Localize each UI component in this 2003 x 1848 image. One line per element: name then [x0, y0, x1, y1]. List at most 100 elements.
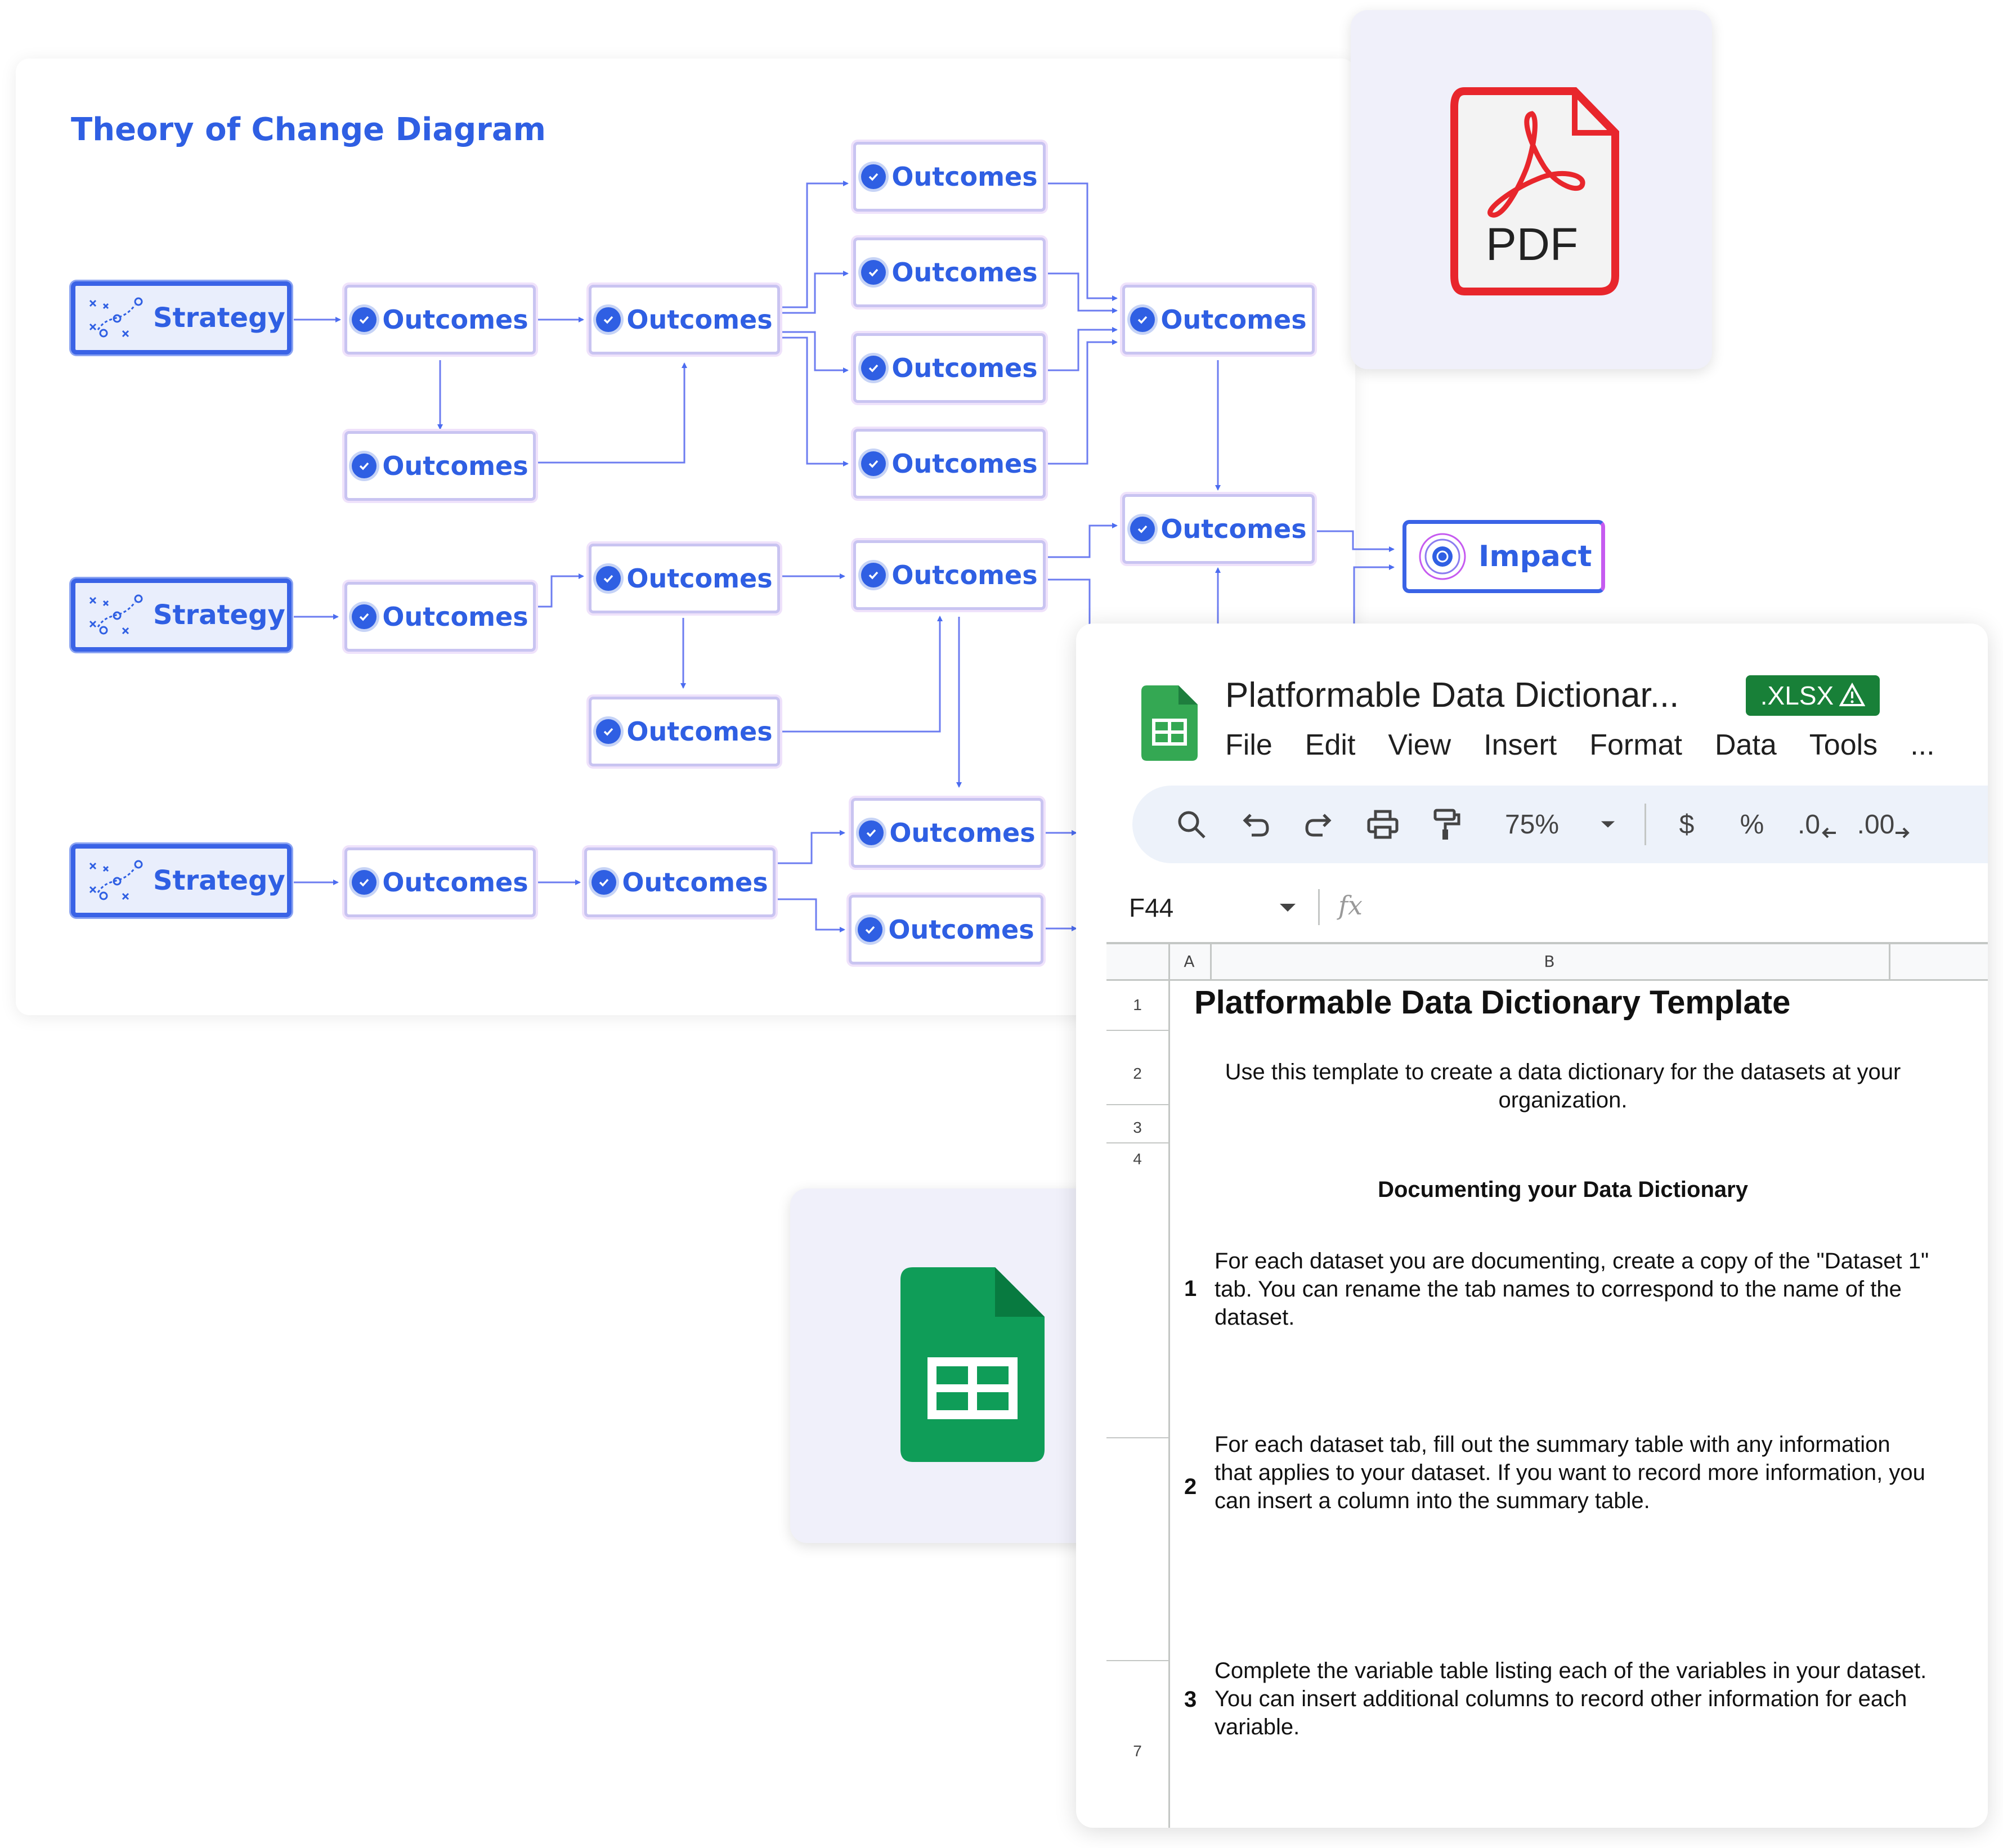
arrow-right-icon	[1896, 827, 1910, 838]
check-circle-icon	[1130, 307, 1155, 332]
check-circle-icon	[352, 870, 377, 895]
chevron-down-icon	[1601, 821, 1615, 828]
check-circle-icon	[596, 566, 621, 591]
outcome-label: Outcomes	[891, 448, 1038, 479]
outcome-label: Outcomes	[382, 304, 528, 335]
outcome-label: Outcomes	[891, 257, 1038, 288]
outcome-node[interactable]: Outcomes	[849, 895, 1043, 965]
redo-button[interactable]	[1299, 805, 1338, 844]
file-format-badge[interactable]: .XLSX	[1746, 675, 1880, 716]
menu-view[interactable]: View	[1388, 729, 1451, 761]
zoom-dropdown[interactable]	[1594, 805, 1622, 844]
diagram-title: Theory of Change Diagram	[71, 111, 546, 148]
currency-button[interactable]: $	[1667, 805, 1706, 844]
check-circle-icon	[861, 563, 886, 587]
outcome-label: Outcomes	[889, 818, 1036, 848]
increase-decimal-label: .00	[1857, 809, 1895, 840]
impact-node[interactable]: Impact	[1402, 520, 1605, 593]
outcome-node[interactable]: Outcomes	[853, 142, 1046, 212]
outcome-node[interactable]: Outcomes	[853, 540, 1046, 610]
zoom-select[interactable]: 75%	[1498, 805, 1566, 844]
google-sheets-logo-icon	[1141, 685, 1198, 761]
outcome-label: Outcomes	[626, 716, 773, 747]
zoom-value: 75%	[1504, 809, 1560, 840]
check-circle-icon	[596, 307, 621, 332]
outcome-node[interactable]: Outcomes	[344, 582, 536, 652]
row-header-2[interactable]: 2	[1133, 1065, 1142, 1082]
menu-more[interactable]: ...	[1910, 729, 1935, 761]
step-number: 3	[1184, 1687, 1197, 1712]
strategy-node[interactable]: Strategy	[71, 844, 292, 917]
strategy-icon	[89, 860, 143, 900]
pdf-card[interactable]: PDF	[1351, 10, 1712, 369]
strategy-node[interactable]: Strategy	[71, 578, 292, 652]
warning-icon	[1839, 683, 1866, 706]
strategy-node[interactable]: Strategy	[71, 281, 292, 355]
menu-format[interactable]: Format	[1589, 729, 1682, 761]
step-text-cell[interactable]: For each dataset tab, fill out the summa…	[1215, 1432, 1925, 1513]
outcome-node[interactable]: Outcomes	[1122, 285, 1315, 355]
name-box[interactable]: F44	[1129, 893, 1174, 922]
intro-cell[interactable]: Use this template to create a data dicti…	[1225, 1060, 1901, 1113]
column-header-row: A B	[1106, 944, 1988, 981]
impact-label: Impact	[1478, 540, 1592, 573]
menu-data[interactable]: Data	[1714, 729, 1777, 761]
row-header-7[interactable]: 7	[1133, 1742, 1142, 1760]
decrease-decimal-label: .0	[1797, 809, 1821, 840]
undo-icon	[1243, 814, 1269, 837]
step-text-cell[interactable]: Complete the variable table listing each…	[1215, 1658, 1927, 1739]
menu-edit[interactable]: Edit	[1305, 729, 1356, 761]
outcome-label: Outcomes	[626, 304, 773, 335]
sheet-title-cell[interactable]: Platformable Data Dictionary Template	[1194, 984, 1791, 1021]
toolbar-divider	[1644, 804, 1646, 845]
outcome-label: Outcomes	[382, 451, 528, 481]
outcome-node[interactable]: Outcomes	[589, 285, 780, 355]
step-text-cell[interactable]: For each dataset you are documenting, cr…	[1215, 1249, 1929, 1330]
name-box-dropdown-icon[interactable]	[1276, 899, 1299, 916]
strategy-label: Strategy	[153, 302, 285, 334]
outcome-node[interactable]: Outcomes	[1122, 494, 1315, 564]
pdf-label: PDF	[1486, 219, 1578, 270]
currency-label: $	[1679, 809, 1695, 840]
row-header-1[interactable]: 1	[1133, 996, 1142, 1013]
row-header-3[interactable]: 3	[1133, 1119, 1142, 1136]
menu-insert[interactable]: Insert	[1484, 729, 1557, 761]
menu-file[interactable]: File	[1225, 729, 1272, 761]
row-header-4[interactable]: 4	[1133, 1150, 1142, 1168]
arrow-left-icon	[1822, 827, 1836, 838]
outcome-node[interactable]: Outcomes	[853, 429, 1046, 499]
fx-icon[interactable]: fx	[1338, 890, 1363, 921]
undo-button[interactable]	[1236, 805, 1275, 844]
menu-tools[interactable]: Tools	[1809, 729, 1878, 761]
check-circle-icon	[352, 454, 377, 478]
outcome-node[interactable]: Outcomes	[584, 847, 776, 917]
document-title[interactable]: Platformable Data Dictionar...	[1225, 676, 1679, 715]
outcome-node[interactable]: Outcomes	[853, 333, 1046, 403]
outcome-node[interactable]: Outcomes	[344, 285, 536, 355]
grid-border	[1106, 942, 1988, 944]
column-header-a[interactable]: A	[1184, 952, 1195, 971]
outcome-label: Outcomes	[622, 867, 768, 898]
row-number-column: 1 2 3 4 7	[1106, 944, 1170, 1828]
print-button[interactable]	[1363, 805, 1402, 844]
outcome-node[interactable]: Outcomes	[589, 697, 780, 766]
outcome-node[interactable]: Outcomes	[344, 847, 536, 917]
search-button[interactable]	[1172, 805, 1211, 844]
column-header-b[interactable]: B	[1544, 952, 1555, 971]
outcome-label: Outcomes	[382, 602, 528, 632]
search-icon	[1178, 811, 1206, 838]
percent-button[interactable]: %	[1732, 805, 1772, 844]
outcome-node[interactable]: Outcomes	[589, 544, 780, 613]
paint-format-icon	[1433, 809, 1460, 840]
outcome-node[interactable]: Outcomes	[851, 798, 1043, 868]
outcome-label: Outcomes	[626, 563, 773, 594]
increase-decimal-button[interactable]: .00	[1856, 805, 1912, 844]
decrease-decimal-button[interactable]: .0	[1792, 805, 1843, 844]
check-circle-icon	[861, 260, 886, 285]
outcome-node[interactable]: Outcomes	[853, 237, 1046, 307]
outcome-node[interactable]: Outcomes	[344, 431, 536, 501]
paint-format-button[interactable]	[1426, 805, 1466, 844]
section-heading-cell[interactable]: Documenting your Data Dictionary	[1378, 1177, 1748, 1202]
badge-label: .XLSX	[1760, 681, 1834, 710]
